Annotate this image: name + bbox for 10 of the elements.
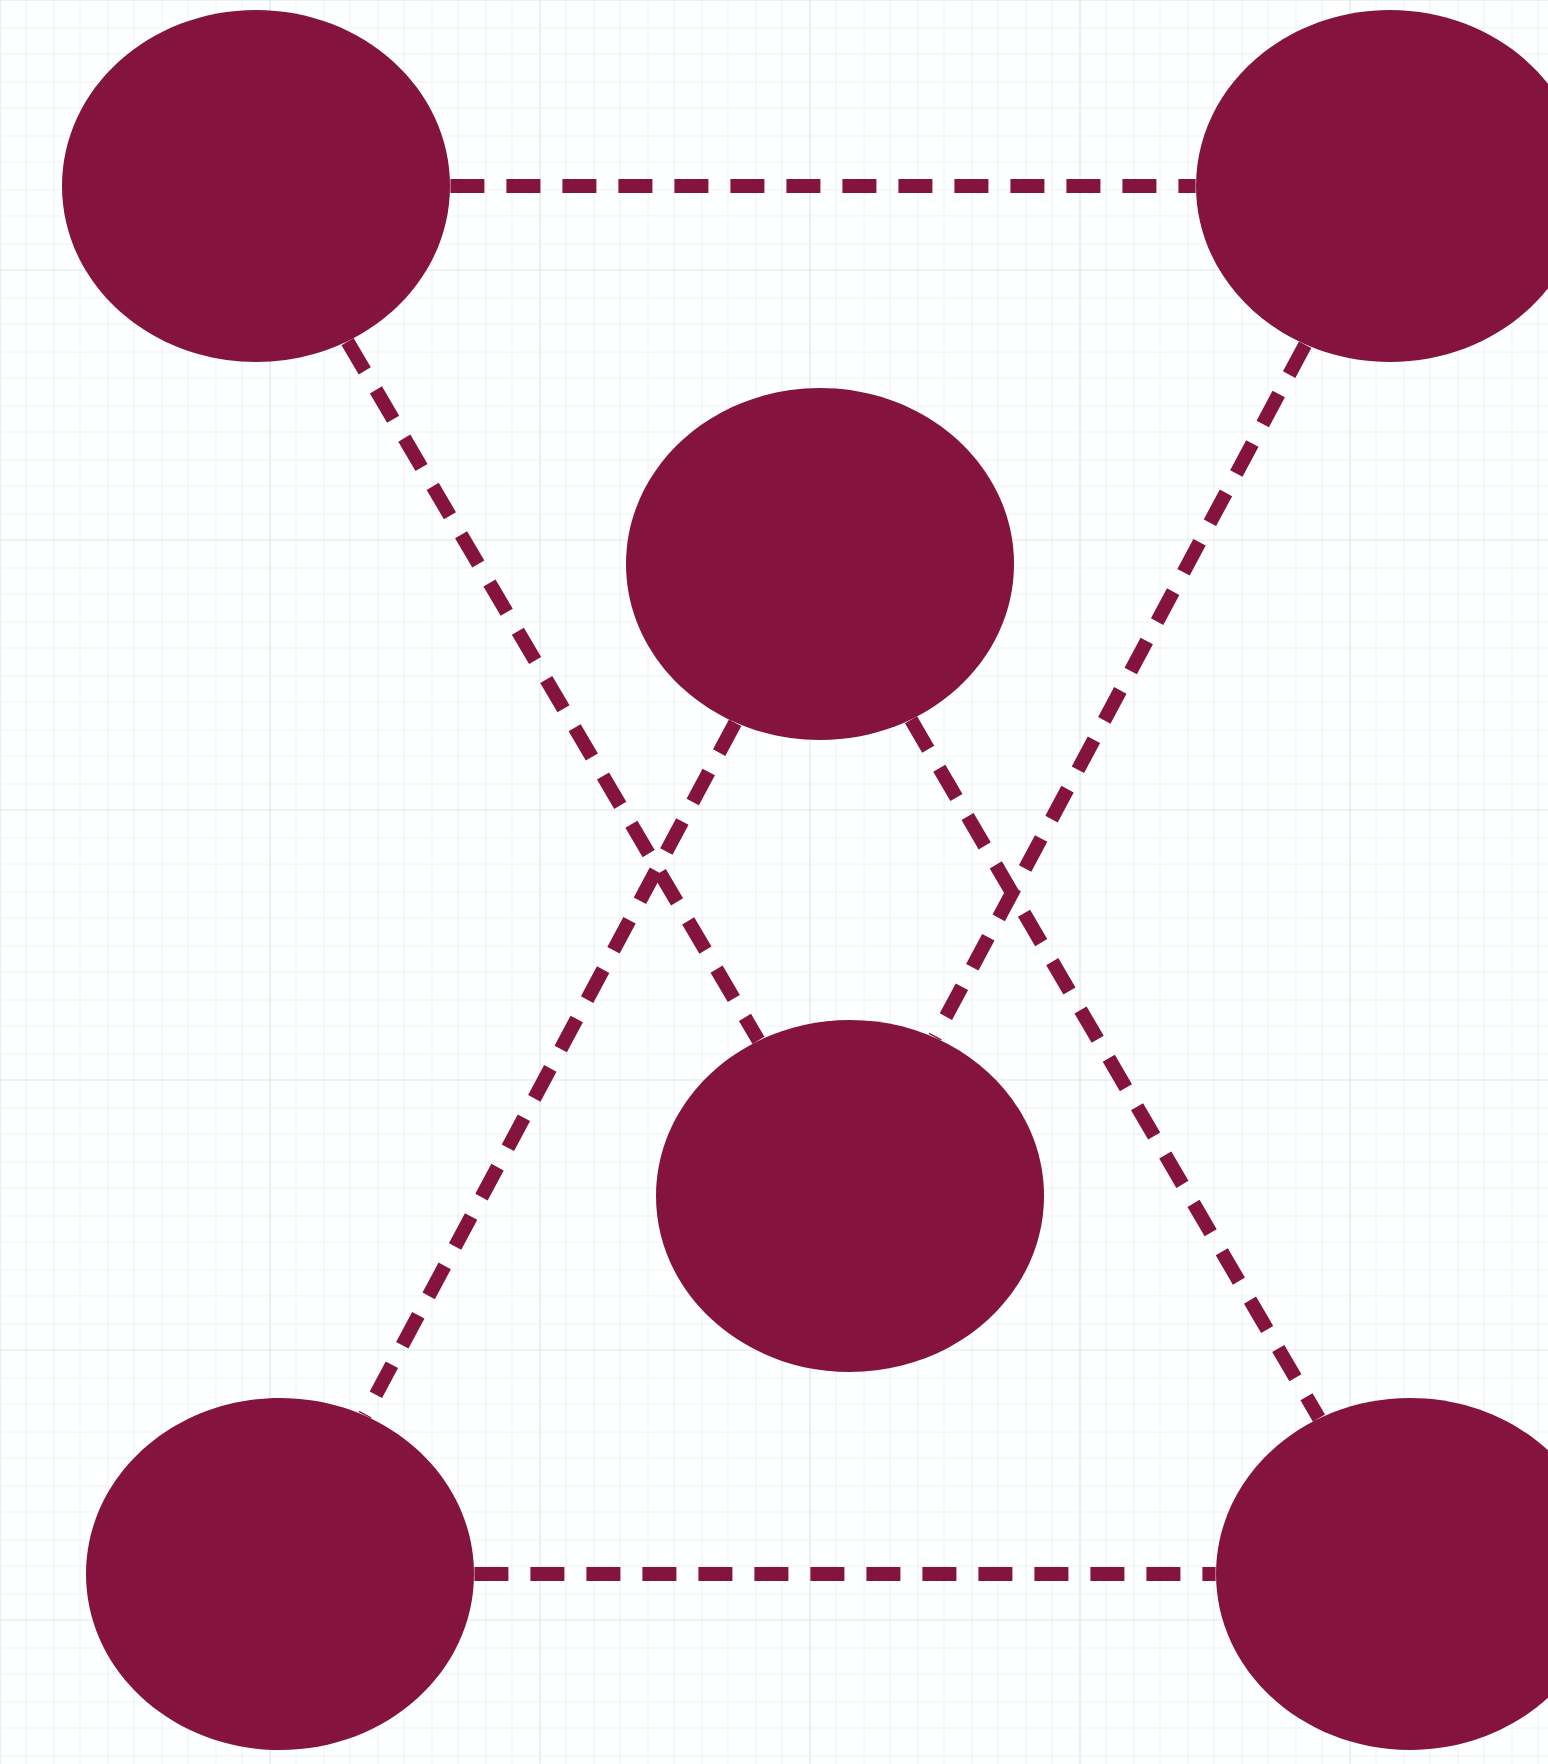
dashed-line	[474, 1567, 1216, 1581]
dashed-line	[450, 178, 1196, 193]
dashed-line	[358, 719, 742, 1419]
circle	[86, 1398, 474, 1750]
circle	[62, 9, 450, 362]
circle	[626, 388, 1014, 740]
dashed-line	[928, 341, 1312, 1041]
dashed-line	[341, 338, 765, 1044]
circle	[656, 1020, 1044, 1372]
dashed-line	[905, 716, 1325, 1422]
